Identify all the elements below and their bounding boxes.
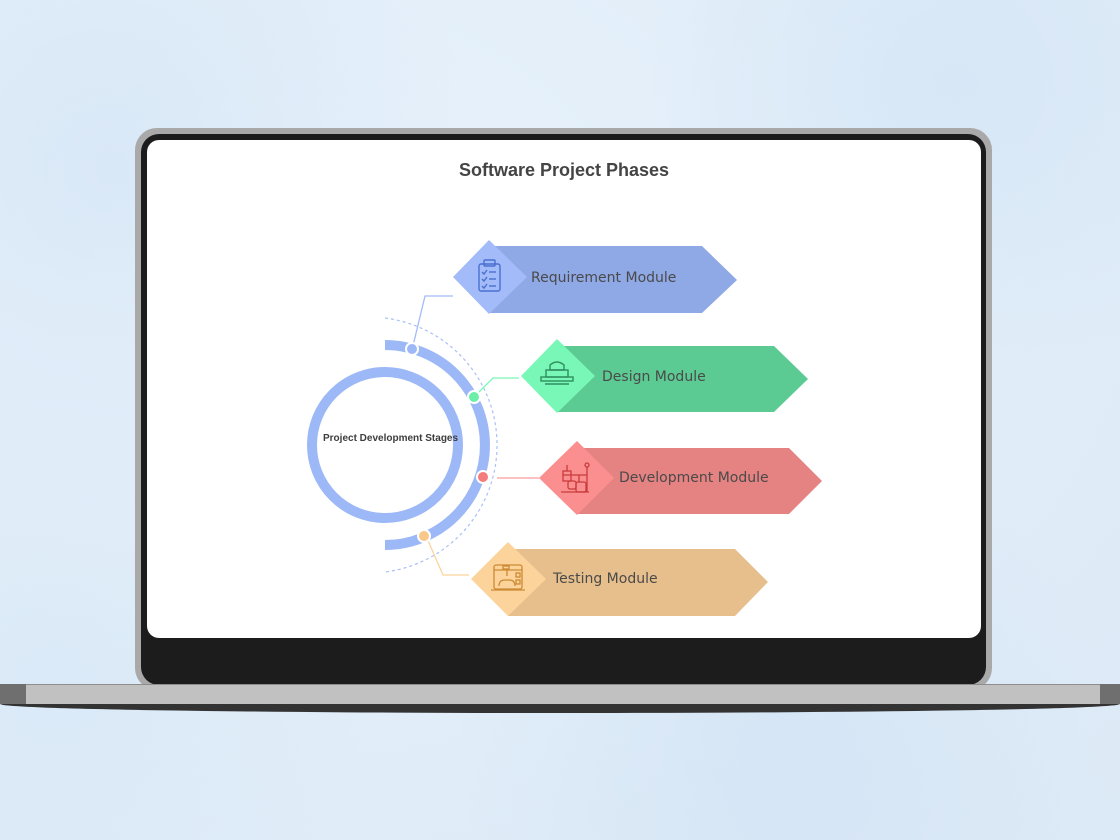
lab-equipment-icon — [561, 462, 590, 493]
phase-testing-label: Testing Module — [553, 571, 658, 587]
clipboard-checklist-icon — [478, 259, 501, 292]
laptop-base-cap-right — [1100, 684, 1120, 704]
design-node — [467, 390, 481, 404]
dashed-guide-arc — [384, 317, 498, 573]
laptop-base-cap-left — [0, 684, 26, 704]
center-label: Project Development Stages — [323, 433, 459, 444]
connector-testing — [425, 535, 469, 576]
phase-design-label: Design Module — [602, 369, 706, 385]
phase-requirement-label: Requirement Module — [531, 270, 677, 286]
development-node — [476, 470, 490, 484]
3d-printer-icon — [491, 564, 525, 591]
phase-requirement[interactable] — [453, 240, 737, 314]
laptop-screen: Software Project Phases — [147, 140, 981, 638]
phase-testing[interactable] — [471, 542, 768, 616]
requirement-node — [405, 342, 419, 356]
page-title: Software Project Phases — [458, 160, 670, 180]
phase-development[interactable] — [539, 441, 822, 515]
phase-development-label: Development Module — [619, 470, 769, 486]
center-ring — [307, 367, 463, 523]
laptop-base — [26, 684, 1100, 705]
connector-requirement — [411, 295, 453, 351]
connector-design — [473, 377, 519, 398]
layered-cake-icon — [540, 361, 574, 385]
testing-node — [417, 529, 431, 543]
phase-diagram — [307, 240, 822, 616]
phase-design[interactable] — [521, 339, 808, 413]
laptop-base-shadow — [0, 704, 1120, 713]
